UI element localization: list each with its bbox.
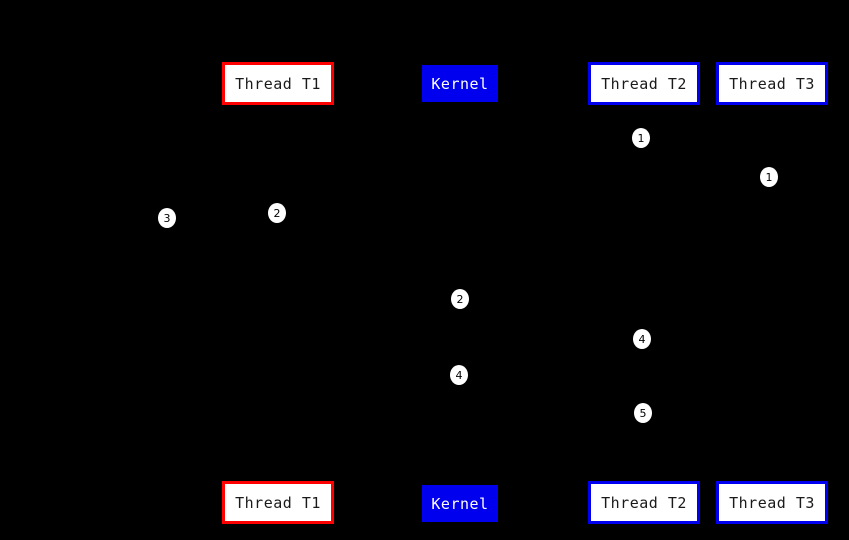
participant-label-t1-top: Thread T1 xyxy=(235,74,321,93)
lifeline-t2 xyxy=(644,105,645,481)
step-badge-label: 4 xyxy=(638,332,646,346)
step-badge: 4 xyxy=(633,329,651,349)
participant-box-t1-top[interactable]: Thread T1 xyxy=(222,62,334,105)
step-badge: 5 xyxy=(634,403,652,423)
participant-label-kernel-bottom: Kernel xyxy=(431,494,489,513)
step-badge: 2 xyxy=(451,289,469,309)
participant-label-t3-top: Thread T3 xyxy=(729,74,815,93)
participant-box-t3-top[interactable]: Thread T3 xyxy=(716,62,828,105)
participant-label-t2-top: Thread T2 xyxy=(601,74,687,93)
step-badge: 3 xyxy=(158,208,176,228)
lifeline-t3 xyxy=(772,105,773,481)
message-line xyxy=(278,299,460,300)
participant-label-t3-bottom: Thread T3 xyxy=(729,493,815,512)
step-badge-label: 1 xyxy=(637,131,645,145)
participant-label-t1-bottom: Thread T1 xyxy=(235,493,321,512)
step-badge: 1 xyxy=(632,128,650,148)
step-badge-label: 2 xyxy=(273,206,281,220)
participant-label-kernel-top: Kernel xyxy=(431,74,489,93)
participant-box-t2-bottom[interactable]: Thread T2 xyxy=(588,481,700,524)
step-badge: 2 xyxy=(268,203,286,223)
participant-box-kernel-bottom[interactable]: Kernel xyxy=(422,485,498,522)
step-badge: 1 xyxy=(760,167,778,187)
step-badge-label: 3 xyxy=(163,211,171,225)
participant-label-t2-bottom: Thread T2 xyxy=(601,493,687,512)
message-line xyxy=(167,216,278,217)
step-badge-label: 5 xyxy=(639,406,647,420)
message-line xyxy=(460,375,644,376)
step-badge: 4 xyxy=(450,365,468,385)
step-badge-label: 2 xyxy=(456,292,464,306)
step-badge-label: 1 xyxy=(765,170,773,184)
step-badge-label: 4 xyxy=(455,368,463,382)
participant-box-t1-bottom[interactable]: Thread T1 xyxy=(222,481,334,524)
participant-box-t2-top[interactable]: Thread T2 xyxy=(588,62,700,105)
participant-box-t3-bottom[interactable]: Thread T3 xyxy=(716,481,828,524)
lifeline-t1 xyxy=(278,105,279,481)
participant-box-kernel-top[interactable]: Kernel xyxy=(422,65,498,102)
